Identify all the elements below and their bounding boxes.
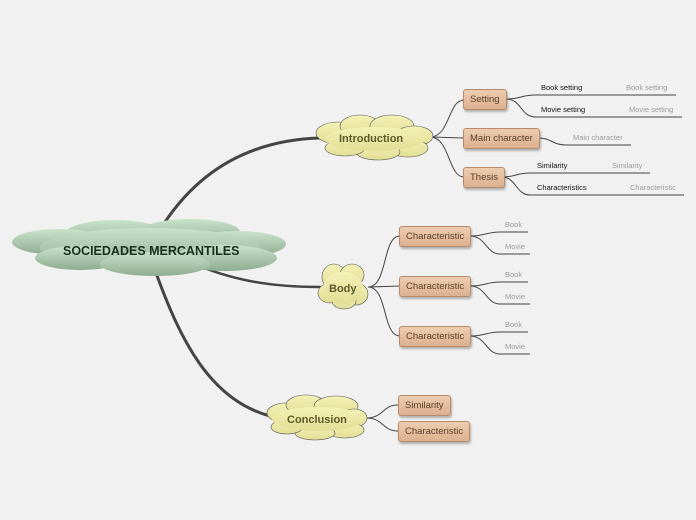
body-1-book-leaf[interactable]: Book <box>505 220 523 229</box>
branch-connectors <box>365 94 684 432</box>
body-topic-label[interactable]: Body <box>329 283 357 295</box>
body-characteristic-2[interactable]: Characteristic <box>399 276 472 297</box>
body-3-movie-leaf[interactable]: Movie <box>505 342 526 351</box>
conclusion-characteristic[interactable]: Characteristic <box>398 421 471 442</box>
body-characteristic-1[interactable]: Characteristic <box>399 226 472 247</box>
characteristics-leaf[interactable]: Characteristics <box>537 183 587 192</box>
similarity-note[interactable]: Similarity <box>612 161 643 170</box>
movie-setting-leaf[interactable]: Movie setting <box>541 105 586 114</box>
thesis-subtopic[interactable]: Thesis <box>463 167 505 188</box>
body-2-book-leaf[interactable]: Book <box>505 270 523 279</box>
conclusion-similarity[interactable]: Similarity <box>398 395 451 416</box>
body-3-book-leaf[interactable]: Book <box>505 320 523 329</box>
book-setting-leaf[interactable]: Book setting <box>541 83 583 92</box>
conclusion-topic-label[interactable]: Conclusion <box>287 414 347 426</box>
movie-setting-note[interactable]: Movie setting <box>629 105 674 114</box>
body-2-movie-leaf[interactable]: Movie <box>505 292 526 301</box>
setting-subtopic[interactable]: Setting <box>463 89 507 110</box>
book-setting-note[interactable]: Book setting <box>626 83 668 92</box>
main-connectors <box>153 136 322 418</box>
main-character-note[interactable]: Main character <box>573 133 623 142</box>
body-1-movie-leaf[interactable]: Movie <box>505 242 526 251</box>
root-topic-label[interactable]: SOCIEDADES MERCANTILES <box>63 244 240 258</box>
characteristic-note[interactable]: Characteristic <box>630 183 676 192</box>
introduction-topic-label[interactable]: Introduction <box>339 133 404 145</box>
main-character-subtopic[interactable]: Main character <box>463 128 540 149</box>
root-cloud-shape <box>12 219 286 276</box>
similarity-leaf[interactable]: Similarity <box>537 161 568 170</box>
body-characteristic-3[interactable]: Characteristic <box>399 326 472 347</box>
